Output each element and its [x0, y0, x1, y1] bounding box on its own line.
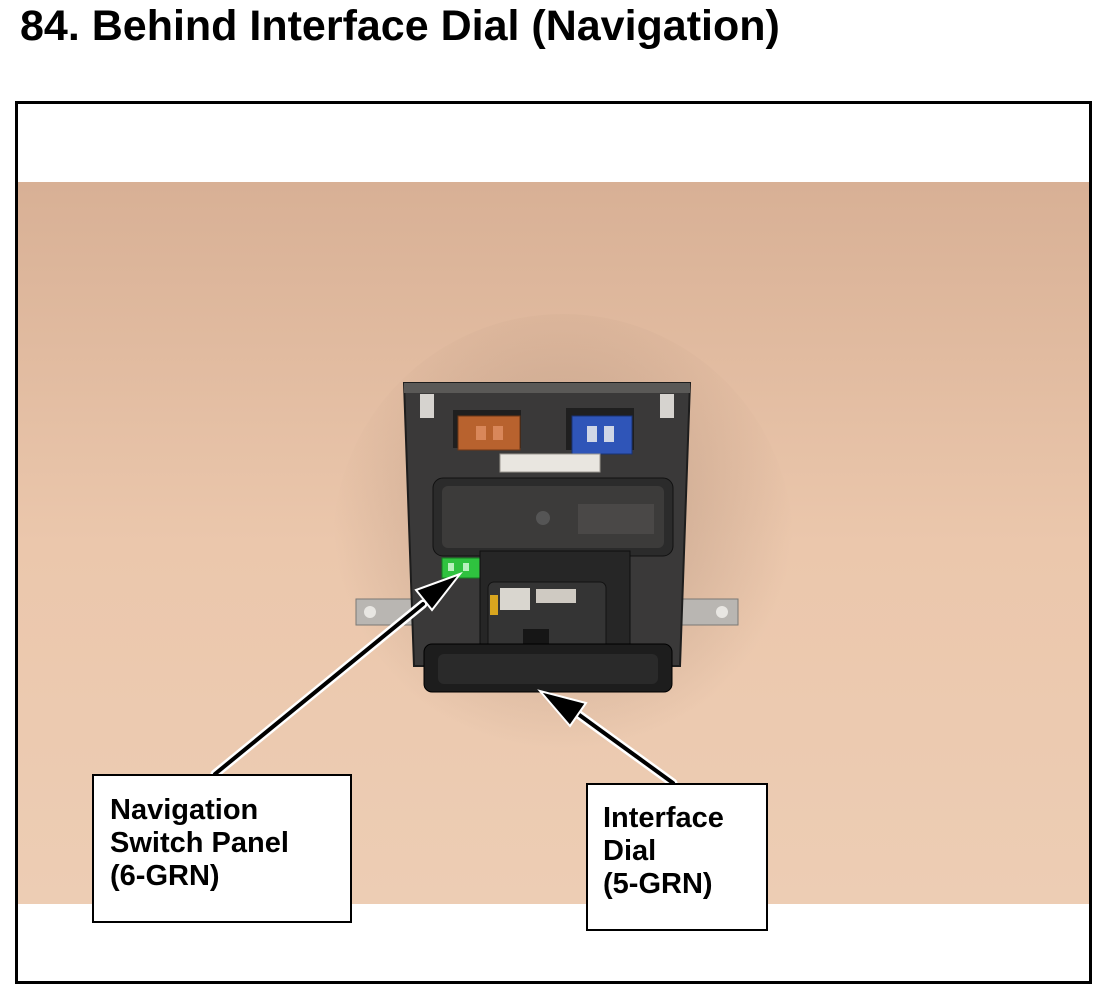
callout-line: Interface [603, 802, 724, 834]
page-title: 84. Behind Interface Dial (Navigation) [20, 2, 780, 50]
callout-line: Switch Panel [110, 827, 289, 859]
callout-line: (5-GRN) [603, 868, 713, 900]
connector-blue [566, 408, 634, 455]
arrow-interface-dial [537, 689, 678, 788]
callout-interface-dial: Interface Dial (5-GRN) [586, 783, 768, 931]
stud [420, 394, 434, 418]
display-housing [432, 477, 674, 557]
callout-line: (6-GRN) [110, 860, 220, 892]
callout-navigation-switch-panel: Navigation Switch Panel (6-GRN) [92, 774, 352, 923]
callout-line: Dial [603, 835, 657, 867]
connector-orange [453, 410, 521, 451]
stud [660, 394, 674, 418]
callout-line: Navigation [110, 794, 259, 826]
connector-green [441, 557, 481, 579]
photo-frame: Navigation Switch Panel (6-GRN) Interfac… [15, 101, 1092, 984]
label-sticker [499, 453, 601, 473]
arrow-navigation-switch-panel [210, 571, 463, 779]
